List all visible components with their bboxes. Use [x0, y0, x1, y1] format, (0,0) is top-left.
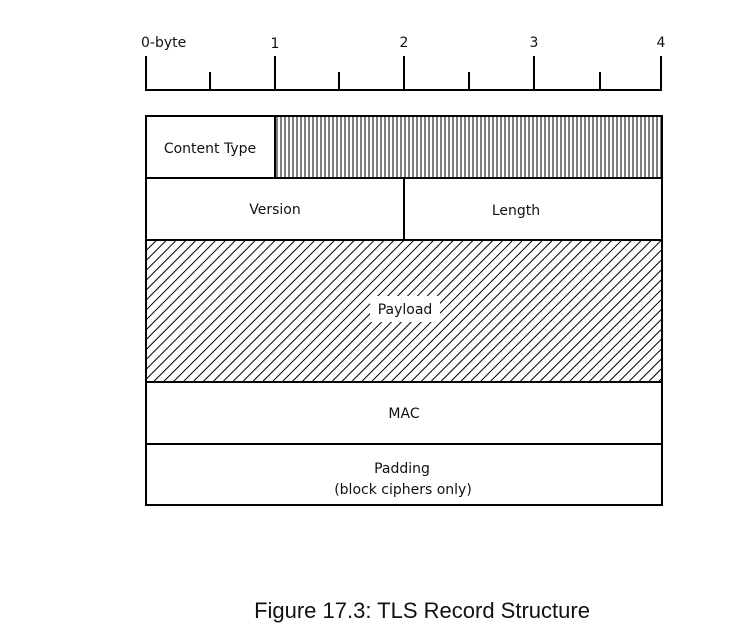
ruler-label-2: 2	[400, 35, 409, 51]
padding-note: (block ciphers only)	[334, 482, 472, 498]
version-field	[145, 177, 405, 241]
length-label: Length	[492, 203, 540, 219]
figure-caption: Figure 17.3: TLS Record Structure	[254, 598, 590, 623]
version-label: Version	[249, 202, 300, 218]
mac-field	[145, 381, 663, 445]
ruler-label-3: 3	[530, 35, 539, 51]
ruler-label-0: 0-byte	[141, 35, 186, 51]
mac-label: MAC	[388, 406, 419, 422]
ruler-label-1: 1	[271, 36, 280, 52]
padding-field	[145, 443, 663, 506]
content-type-label: Content Type	[164, 141, 256, 157]
payload-label-background	[370, 296, 440, 322]
padding-label: Padding	[374, 461, 430, 477]
payload-label: Payload	[378, 302, 433, 318]
content-type-unused-hatched	[274, 115, 663, 179]
byte-ruler: 0-byte 1 2 3 4	[141, 35, 666, 91]
ruler-label-4: 4	[657, 35, 666, 51]
